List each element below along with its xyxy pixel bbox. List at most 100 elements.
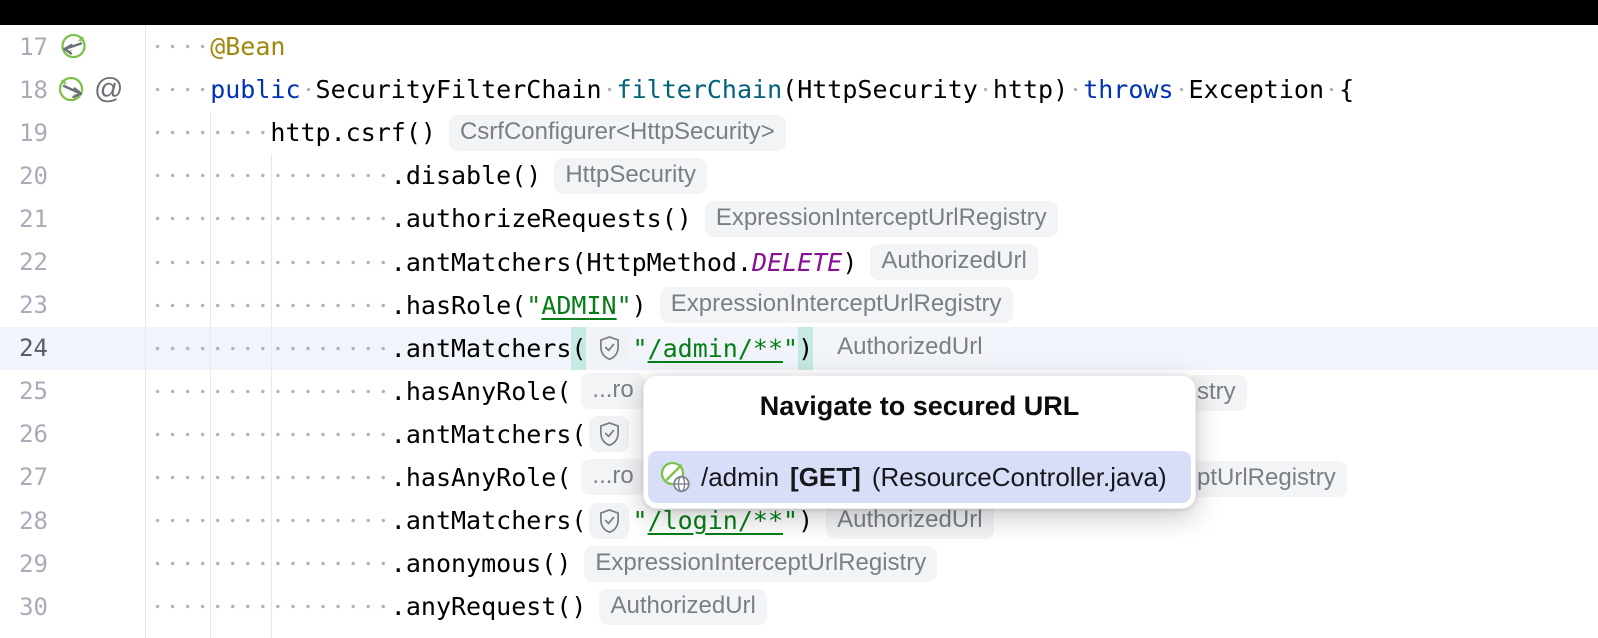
- gutter-icons: [48, 31, 145, 62]
- code-token: .disable(): [390, 161, 542, 191]
- type-inlay-hint[interactable]: HttpSecurity: [554, 157, 708, 194]
- code-token: http.csrf(): [270, 118, 436, 148]
- code-token: [1324, 68, 1340, 112]
- leading-whitespace: [150, 283, 391, 327]
- code-line-20: 20 .disable() HttpSecurity: [0, 154, 1598, 198]
- secured-url-link[interactable]: /login/**: [647, 506, 783, 536]
- code-text[interactable]: .disable() HttpSecurity: [150, 154, 708, 198]
- code-text[interactable]: .antMatchers(HttpMethod.DELETE)Authorize…: [150, 240, 1038, 284]
- leading-whitespace: [150, 412, 391, 456]
- code-text[interactable]: @Bean: [150, 25, 285, 69]
- code-line-26: 26.antMatchers(: [0, 412, 1598, 456]
- code-line-21: 21 .authorizeRequests() ExpressionIntercep…: [0, 197, 1598, 241]
- line-number: 19: [19, 118, 48, 147]
- leading-whitespace: [150, 499, 391, 543]
- code-token: .anonymous(): [390, 549, 572, 579]
- code-text[interactable]: .antMatchers("/admin/**")AuthorizedUrl: [150, 326, 994, 370]
- popup-item-admin-get[interactable]: /admin [GET] (ResourceController.java): [648, 451, 1191, 503]
- line-number: 25: [19, 377, 48, 406]
- line-number: 29: [19, 549, 48, 578]
- param-inlay-hint[interactable]: ...ro: [581, 459, 645, 496]
- code-token: .antMatchers(: [390, 419, 587, 449]
- code-token: ): [798, 506, 814, 536]
- spring-bean-incoming-icon[interactable]: [56, 31, 89, 62]
- code-text[interactable]: .antMatchers(: [150, 412, 632, 456]
- code-text[interactable]: .hasRole("ADMIN")ExpressionInterceptUrlR…: [150, 283, 1013, 327]
- annotation-at-icon[interactable]: @: [94, 73, 124, 106]
- code-lines: 17@Bean 18 @ public SecurityFilterChain fil…: [0, 25, 1598, 629]
- spring-bean-outgoing-icon[interactable]: [56, 74, 89, 105]
- code-area[interactable]: 17@Bean 18 @ public SecurityFilterChain fil…: [0, 25, 1598, 638]
- type-inlay-hint[interactable]: AuthorizedUrl: [599, 588, 767, 625]
- param-inlay-hint[interactable]: ...ro: [581, 373, 645, 410]
- code-token: ": [526, 290, 542, 320]
- method-security-inlay[interactable]: [589, 330, 630, 367]
- indent-guide: [271, 154, 272, 638]
- leading-whitespace: [150, 240, 391, 284]
- leading-whitespace: [150, 585, 391, 629]
- code-text[interactable]: .antMatchers("/login/**")AuthorizedUrl: [150, 499, 994, 543]
- code-line-23: 23.hasRole("ADMIN")ExpressionInterceptUr…: [0, 283, 1598, 327]
- leading-whitespace: [150, 25, 211, 69]
- type-inlay-hint[interactable]: AuthorizedUrl: [826, 330, 994, 367]
- leading-whitespace: [150, 68, 211, 112]
- type-inlay-hint[interactable]: ExpressionInterceptUrlRegistry: [659, 287, 1013, 324]
- secured-url-link[interactable]: /admin/**: [647, 333, 784, 363]
- code-token: .antMatchers(: [390, 506, 587, 536]
- code-token: ): [798, 326, 814, 370]
- code-token: .antMatchers: [390, 333, 572, 363]
- code-token: .authorizeRequests(): [390, 204, 692, 234]
- leading-whitespace: [150, 154, 391, 198]
- code-text[interactable]: .hasAnyRole( ...ro: [150, 369, 645, 413]
- code-token: ": [783, 506, 799, 536]
- line-number: 21: [19, 204, 48, 233]
- secured-url-link[interactable]: ADMIN: [541, 290, 617, 320]
- type-inlay-hint[interactable]: CsrfConfigurer<HttpSecurity>: [448, 114, 786, 151]
- code-token: .anyRequest(): [390, 592, 587, 622]
- code-token: Exception: [1188, 75, 1325, 105]
- code-text[interactable]: http.csrf() CsrfConfigurer<HttpSecurity>: [150, 111, 786, 155]
- code-text[interactable]: .hasAnyRole( ...ro: [150, 455, 645, 499]
- line-number: 30: [19, 592, 48, 621]
- code-token: ": [632, 506, 648, 536]
- code-token: public: [210, 75, 301, 105]
- code-token: [601, 68, 617, 112]
- code-line-22: 22.antMatchers(HttpMethod.DELETE)Authori…: [0, 240, 1598, 284]
- line-number: 18: [19, 75, 48, 104]
- type-inlay-hint[interactable]: AuthorizedUrl: [870, 244, 1038, 281]
- code-token: (HttpSecurity: [782, 75, 978, 105]
- code-text[interactable]: .anonymous() ExpressionInterceptUrlRegist…: [150, 542, 938, 586]
- leading-whitespace: [150, 326, 391, 370]
- code-token: {: [1339, 75, 1355, 105]
- code-text[interactable]: .anyRequest() AuthorizedUrl: [150, 585, 767, 629]
- code-token: [300, 68, 316, 112]
- code-token: (: [571, 326, 587, 370]
- popup-item-method: [GET]: [790, 461, 861, 492]
- code-token: .hasAnyRole(: [390, 462, 572, 492]
- code-token: filterChain: [616, 75, 783, 105]
- code-token: ): [631, 290, 647, 320]
- code-line-18: 18 @ public SecurityFilterChain filterChai…: [0, 68, 1598, 112]
- code-text[interactable]: public SecurityFilterChain filterChain(H…: [150, 68, 1355, 112]
- line-number: 27: [19, 463, 48, 492]
- code-token: [977, 68, 993, 112]
- inlay-hint-tail[interactable]: stry: [1186, 375, 1247, 411]
- gutter-icons: @: [48, 74, 145, 105]
- code-line-29: 29 .anonymous() ExpressionInterceptUrlRegi…: [0, 542, 1598, 586]
- code-token: .antMatchers(HttpMethod.: [390, 247, 753, 277]
- code-token: .hasAnyRole(: [390, 376, 572, 406]
- window-topbar: [0, 0, 1598, 25]
- type-inlay-hint[interactable]: ExpressionInterceptUrlRegistry: [704, 200, 1058, 237]
- code-text[interactable]: .authorizeRequests() ExpressionInterceptU…: [150, 197, 1058, 241]
- method-security-inlay[interactable]: [589, 502, 630, 539]
- navigate-to-secured-url-popup: Navigate to secured URL /admin [GET] (Re…: [643, 375, 1196, 509]
- inlay-hint-tail[interactable]: ptUrlRegistry: [1186, 461, 1347, 497]
- code-token: ": [616, 290, 632, 320]
- line-number: 20: [19, 161, 48, 190]
- code-token: [1068, 68, 1084, 112]
- code-token: http): [992, 75, 1069, 105]
- type-inlay-hint[interactable]: ExpressionInterceptUrlRegistry: [584, 545, 938, 582]
- code-line-17: 17@Bean: [0, 25, 1598, 69]
- gutter-separator: [145, 25, 146, 638]
- method-security-inlay[interactable]: [589, 416, 630, 453]
